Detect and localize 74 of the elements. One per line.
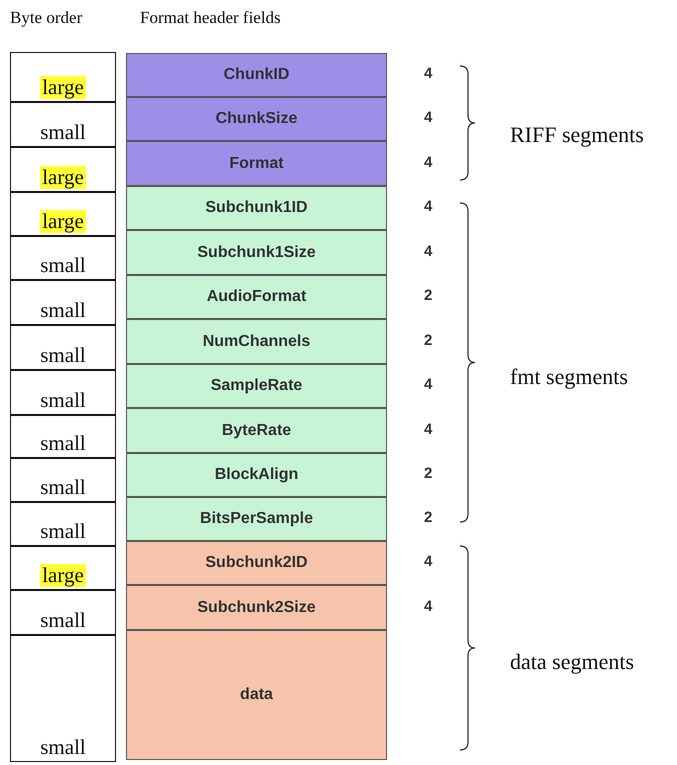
field-name: ByteRate: [222, 422, 292, 440]
field-name: BlockAlign: [214, 466, 298, 484]
field-name: BitsPerSample: [200, 510, 313, 528]
field-name: small: [40, 608, 86, 632]
field-name: data: [240, 686, 273, 704]
header-field-box: [126, 408, 387, 453]
byte-order-cell: [10, 147, 116, 192]
field-name: small: [40, 344, 86, 367]
highlighted-text: large: [40, 564, 86, 587]
byte-order-cell: [10, 502, 116, 546]
header-field-box: [126, 141, 387, 186]
field-name: SampleRate: [210, 377, 302, 395]
byte-order-cell: [10, 52, 116, 102]
byte-size: 4: [424, 420, 432, 438]
header-field-box: [126, 541, 387, 585]
byte-order-cell: [10, 458, 116, 502]
segment-label: fmt segments: [510, 364, 628, 390]
field-name: small: [40, 736, 86, 759]
byte-size: 2: [424, 465, 432, 482]
highlighted-text: large: [40, 166, 86, 189]
column-heading: Format header fields: [140, 8, 281, 28]
byte-size: 4: [424, 376, 432, 393]
segment-label: RIFF segments: [510, 122, 644, 148]
column-heading: Byte order: [10, 8, 82, 28]
field-name: ChunkSize: [216, 110, 298, 128]
byte-size: 4: [424, 242, 432, 260]
header-field-box: [126, 53, 387, 97]
field-name: AudioFormat: [206, 288, 306, 306]
field-name: small: [40, 254, 86, 277]
byte-order-cell: [10, 590, 116, 635]
field-name: Subchunk2Size: [197, 598, 316, 616]
byte-size: 2: [424, 332, 432, 348]
byte-size: 4: [424, 553, 432, 570]
byte-size: 2: [424, 509, 432, 526]
header-field-box: [126, 453, 387, 497]
header-field-box: [126, 630, 387, 760]
byte-order-cell: [10, 415, 116, 458]
byte-order-cell: [10, 280, 116, 325]
byte-size: 4: [424, 198, 432, 215]
header-field-box: [126, 230, 387, 275]
header-field-box: [126, 97, 387, 141]
field-name: small: [40, 432, 86, 455]
header-field-box: [126, 186, 387, 230]
field-name: Format: [229, 154, 284, 172]
byte-order-cell: [10, 325, 116, 370]
field-name: ChunkID: [224, 66, 290, 84]
field-name: Subchunk1Size: [197, 244, 316, 262]
field-name: small: [40, 520, 86, 543]
byte-order-cell: [10, 370, 116, 415]
field-name: Subchunk1ID: [205, 199, 308, 217]
header-field-box: [126, 585, 387, 630]
byte-order-cell: [10, 102, 116, 147]
field-name: small: [40, 120, 86, 144]
field-name: small: [40, 476, 86, 499]
byte-size: 4: [424, 109, 432, 126]
field-name: NumChannels: [202, 332, 310, 350]
header-field-box: [126, 319, 387, 364]
header-field-box: [126, 275, 387, 319]
header-field-box: [126, 364, 387, 408]
byte-order-cell: [10, 192, 116, 236]
byte-size: 4: [424, 154, 432, 170]
byte-size: 4: [424, 598, 432, 614]
highlighted-text: large: [40, 76, 86, 99]
field-name: small: [40, 298, 86, 322]
header-field-box: [126, 497, 387, 541]
field-name: small: [40, 388, 86, 412]
byte-order-cell: [10, 635, 116, 762]
highlighted-text: large: [40, 210, 86, 233]
byte-order-cell: [10, 546, 116, 590]
byte-size: 2: [424, 287, 432, 304]
field-name: Subchunk2ID: [205, 554, 308, 572]
segment-label: data segments: [510, 649, 634, 675]
byte-size: 4: [424, 65, 432, 82]
byte-order-cell: [10, 236, 116, 280]
